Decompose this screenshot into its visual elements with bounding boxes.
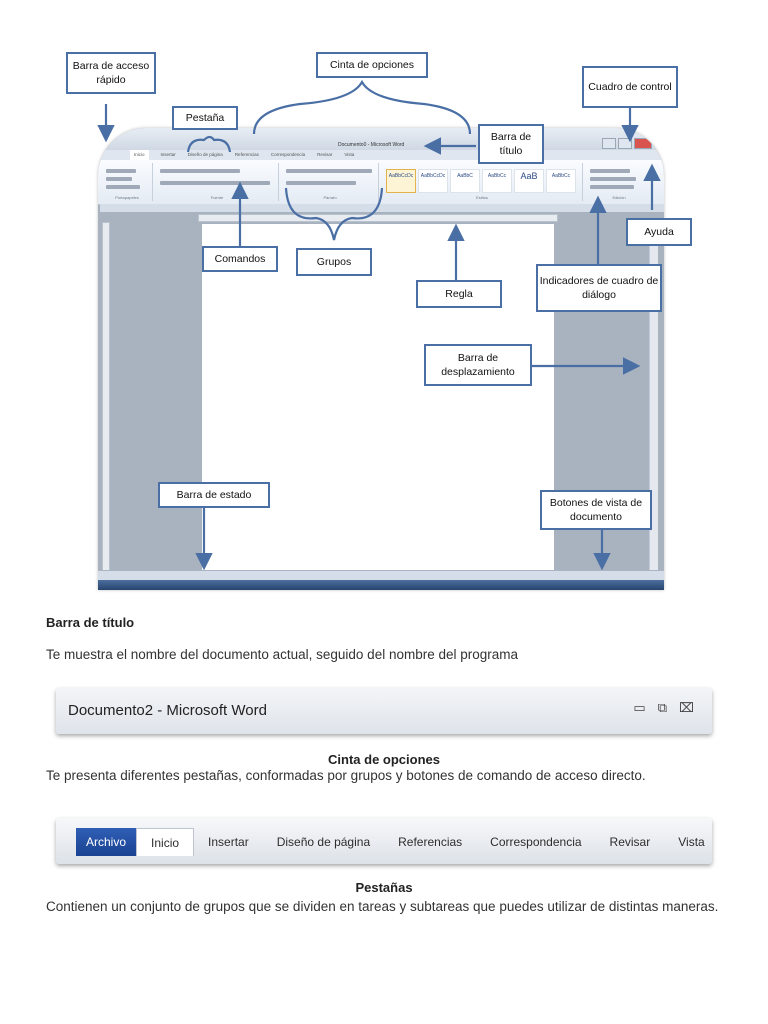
callout-dialog-indicators: Indicadores de cuadro de diálogo (536, 264, 662, 312)
tab-vista[interactable]: Vista (678, 835, 705, 849)
close-icon[interactable]: ⌧ (679, 700, 694, 715)
tab-diseno-de-pagina[interactable]: Diseño de página (276, 835, 371, 849)
callout-quick-access: Barra de acceso rápido (66, 52, 156, 94)
titlebar-description: Te muestra el nombre del documento actua… (46, 647, 519, 662)
tab-referencias[interactable]: Referencias (398, 835, 463, 849)
callout-control-box: Cuadro de control (582, 66, 678, 108)
titlebar-example: Documento2 - Microsoft Word ▭ ⧉ ⌧ (56, 688, 712, 734)
word-ribbon-tabs: Inicio Insertar Diseño de página Referen… (98, 150, 664, 160)
callout-help: Ayuda (626, 218, 692, 246)
word-ribbon: Portapapeles Fuente Párrafo AaBbCcDc AaB… (98, 160, 664, 205)
style-titulo1[interactable]: AaBbC (450, 169, 480, 193)
ribbon-heading: Cinta de opciones (328, 752, 440, 767)
callout-title-bar: Barra de título (478, 124, 544, 164)
minimize-icon[interactable]: ▭ (633, 700, 646, 715)
style-sin-espaciado[interactable]: AaBbCcDc (418, 169, 448, 193)
tab-inicio[interactable]: Inicio (136, 828, 195, 856)
tab-revisar[interactable]: Revisar (609, 835, 651, 849)
word-tab-inicio[interactable]: Inicio (130, 150, 149, 160)
horizontal-ruler (198, 214, 558, 222)
word-tab-referencias[interactable]: Referencias (234, 152, 259, 157)
style-titulo2[interactable]: AaBbCc (482, 169, 512, 193)
style-normal[interactable]: AaBbCcDc (386, 169, 416, 193)
group-estilos: AaBbCcDc AaBbCcDc AaBbC AaBbCc AaB AaBbC… (382, 163, 583, 201)
tab-correspondencia[interactable]: Correspondencia (490, 835, 582, 849)
group-fuente: Fuente (156, 163, 279, 201)
tabs-heading: Pestañas (355, 880, 413, 895)
titlebar-heading: Barra de título (46, 615, 135, 630)
callout-commands: Comandos (202, 246, 278, 272)
vertical-scrollbar[interactable] (649, 220, 658, 570)
document-page[interactable] (202, 224, 554, 576)
restore-icon[interactable]: ⧉ (657, 700, 668, 715)
windows-taskbar (98, 580, 664, 590)
quick-access-toolbar[interactable] (100, 204, 664, 212)
tab-archivo[interactable]: Archivo (76, 828, 137, 856)
word-window-title: Documento0 - Microsoft Word (338, 142, 405, 148)
titlebar-example-title: Documento2 - Microsoft Word (68, 702, 267, 719)
callout-tab: Pestaña (172, 106, 238, 130)
minimize-icon[interactable] (602, 138, 616, 149)
vertical-ruler (102, 222, 110, 574)
callout-scrollbar: Barra de desplazamiento (424, 344, 532, 386)
group-parrafo: Párrafo (282, 163, 379, 201)
word-tab-vista[interactable]: Vista (344, 152, 355, 157)
close-icon[interactable] (634, 138, 652, 149)
tabs-description: Contienen un conjunto de grupos que se d… (46, 899, 719, 914)
style-subtitulo[interactable]: AaBbCc (546, 169, 576, 193)
tabs-example: Archivo Inicio Insertar Diseño de página… (56, 818, 712, 864)
group-edicion: Edición (586, 163, 652, 201)
callout-ruler: Regla (416, 280, 502, 308)
window-controls[interactable] (602, 138, 652, 149)
ribbon-description: Te presenta diferentes pestañas, conform… (46, 768, 646, 783)
word-tab-diseno[interactable]: Diseño de página (187, 152, 223, 157)
tab-insertar[interactable]: Insertar (208, 835, 249, 849)
word-tab-correspondencia[interactable]: Correspondencia (270, 152, 306, 157)
callout-status-bar: Barra de estado (158, 482, 270, 508)
word-tab-revisar[interactable]: Revisar (317, 152, 333, 157)
word-title-bar: Documento0 - Microsoft Word (98, 128, 664, 150)
callout-options-ribbon: Cinta de opciones (316, 52, 428, 78)
style-titulo[interactable]: AaB (514, 169, 544, 193)
word-tab-insertar[interactable]: Insertar (160, 152, 176, 157)
word-status-bar (98, 570, 664, 580)
callout-groups: Grupos (296, 248, 372, 276)
callout-view-buttons: Botones de vista de documento (540, 490, 652, 530)
group-portapapeles: Portapapeles (102, 163, 153, 201)
restore-icon[interactable] (618, 138, 632, 149)
